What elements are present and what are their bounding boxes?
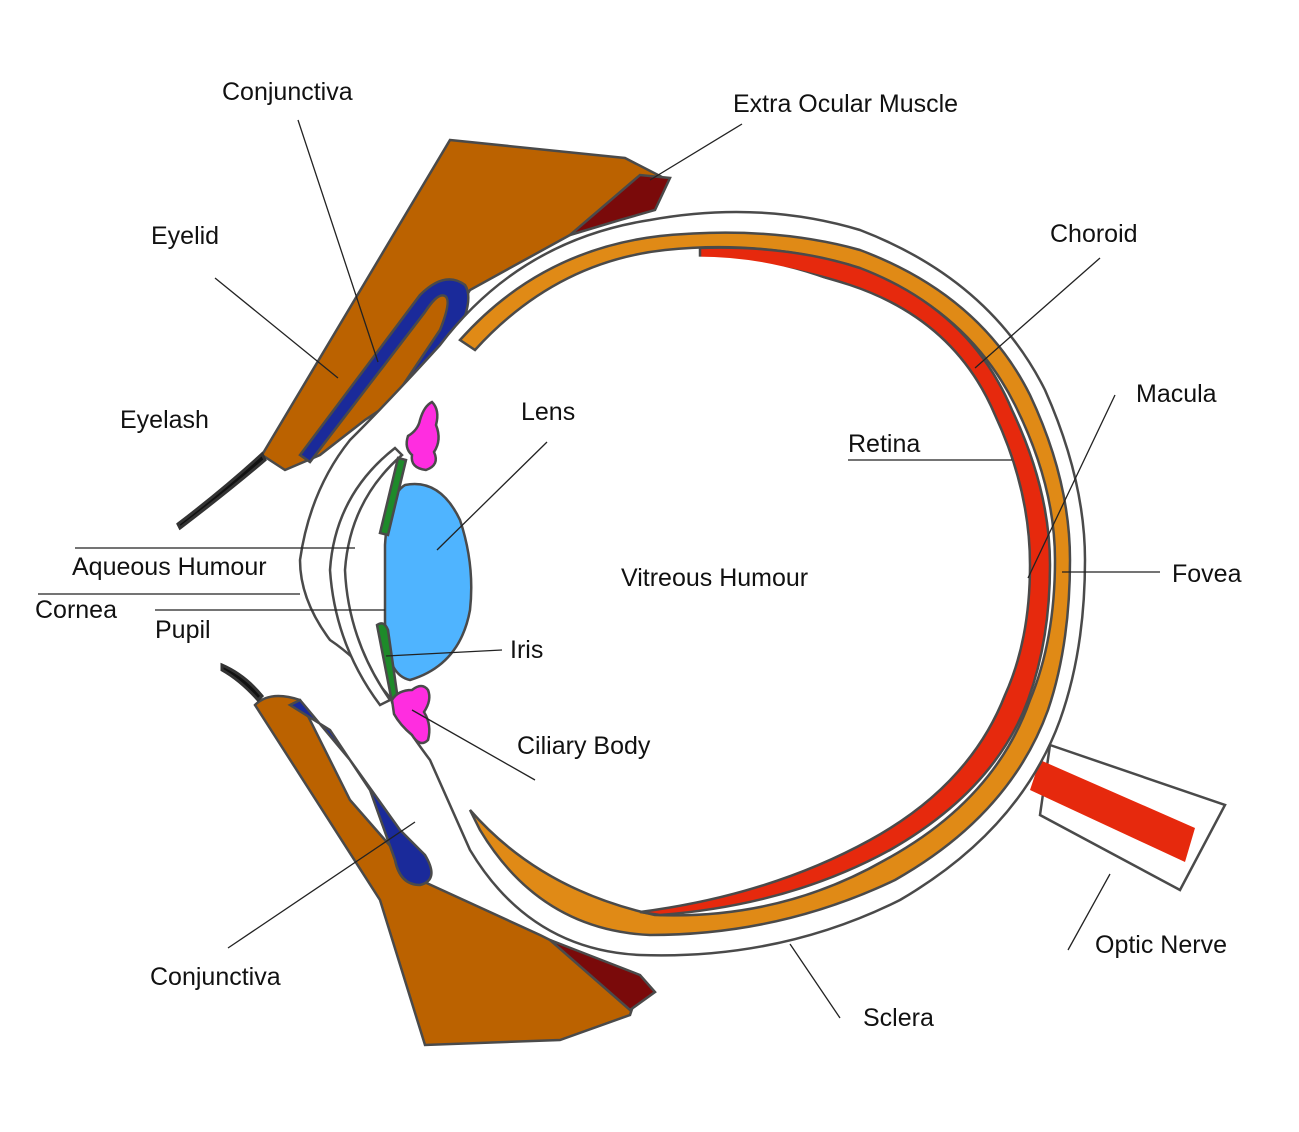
leader-conjunctiva-bottom	[227, 821, 416, 949]
upper-extra-ocular-muscle	[569, 173, 672, 237]
label-vitreous-humour: Vitreous Humour	[621, 564, 809, 592]
label-lens: Lens	[521, 398, 576, 426]
label-eyelash: Eyelash	[120, 406, 209, 434]
leader-conjunctiva-top	[297, 119, 379, 363]
choroid	[458, 231, 1072, 937]
leader-ciliary-body	[411, 709, 536, 781]
leader-lines	[38, 119, 1160, 1019]
leader-lens	[436, 441, 548, 551]
leader-optic-nerve	[1067, 873, 1111, 951]
label-choroid: Choroid	[1050, 220, 1138, 248]
label-extra-ocular-muscle: Extra Ocular Muscle	[733, 90, 959, 118]
cornea	[328, 446, 404, 707]
leader-eyelid	[214, 277, 339, 379]
lens	[383, 482, 473, 682]
retina	[639, 246, 1052, 917]
leader-macula	[1027, 394, 1116, 579]
upper-eyelash	[176, 451, 267, 531]
lower-eyelash	[220, 662, 265, 703]
ciliary-body-lower	[390, 684, 431, 745]
lower-extra-ocular-muscle	[549, 938, 657, 1012]
label-eyelid: Eyelid	[151, 222, 220, 250]
leader-choroid	[974, 257, 1101, 369]
label-ciliary-body: Ciliary Body	[517, 732, 651, 760]
leader-sclera	[789, 943, 841, 1019]
iris-lower	[375, 622, 400, 704]
leader-iris	[385, 649, 503, 657]
label-optic-nerve: Optic Nerve	[1095, 931, 1227, 959]
label-conjunctiva-bottom: Conjunctiva	[150, 963, 281, 991]
ciliary-body-upper	[405, 400, 440, 472]
label-retina: Retina	[848, 430, 921, 458]
label-sclera: Sclera	[863, 1004, 934, 1032]
optic-nerve-core	[1030, 760, 1195, 862]
label-conjunctiva-top: Conjunctiva	[222, 78, 353, 106]
iris-upper	[378, 456, 408, 537]
label-iris: Iris	[510, 636, 544, 664]
lower-conjunctiva	[287, 698, 433, 887]
label-aqueous-humour: Aqueous Humour	[72, 553, 267, 581]
label-pupil: Pupil	[155, 616, 211, 644]
leader-extra-ocular-muscle	[649, 123, 743, 181]
label-cornea: Cornea	[35, 596, 117, 624]
vitreous-interior	[430, 256, 1026, 905]
label-fovea: Fovea	[1172, 560, 1242, 588]
label-macula: Macula	[1136, 380, 1217, 408]
